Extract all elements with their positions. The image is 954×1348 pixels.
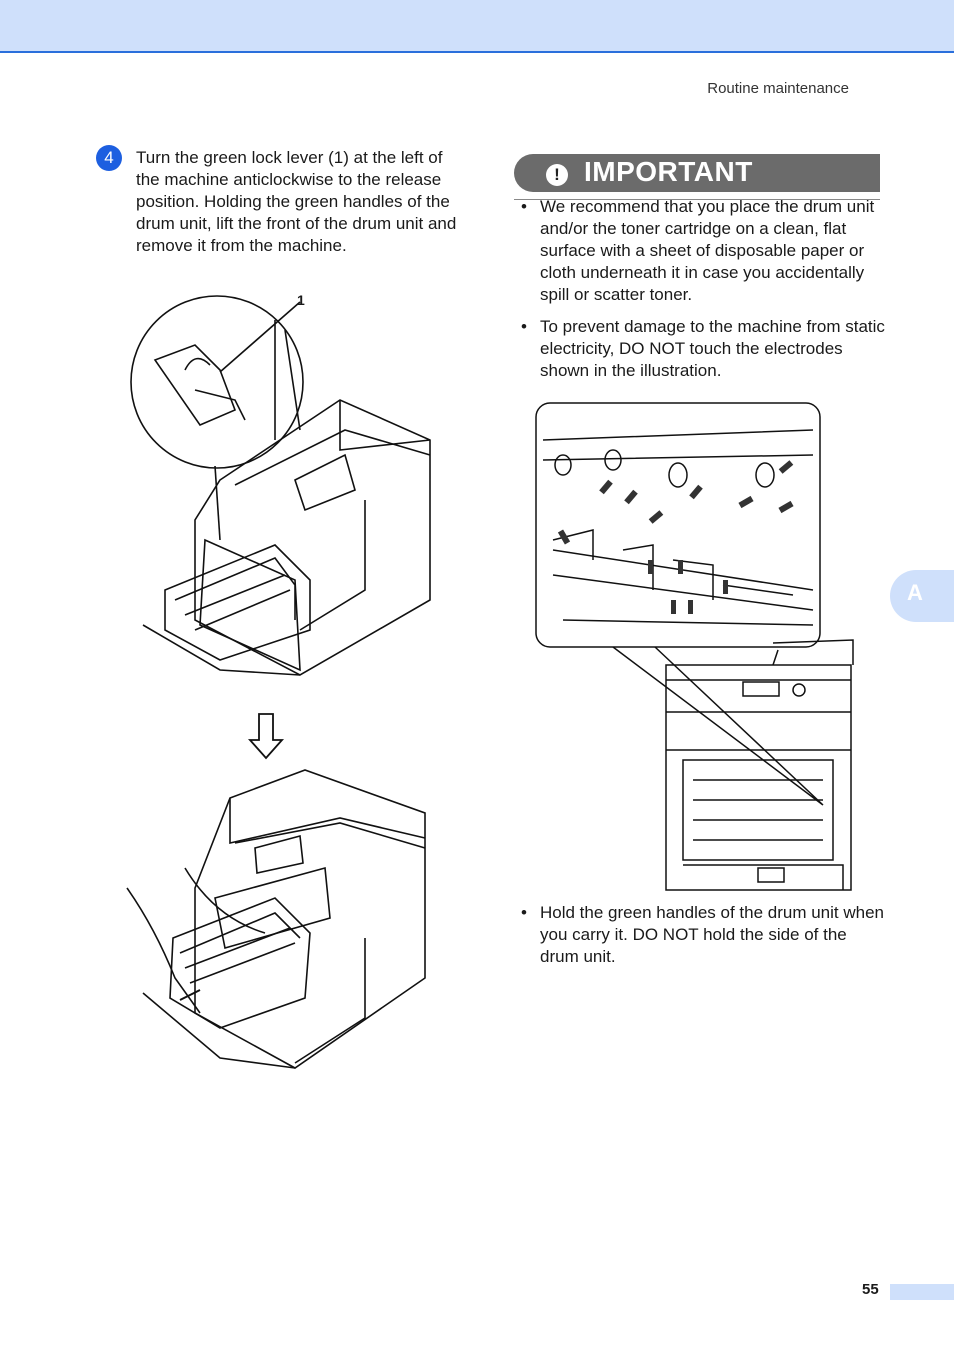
callout-label-1: 1 [297, 292, 305, 308]
printer-illustration-lock-lever [130, 295, 431, 676]
important-bullet-2: To prevent damage to the machine from st… [540, 317, 885, 380]
important-bullet-1: We recommend that you place the drum uni… [540, 197, 875, 304]
bullet-marker: • [521, 903, 527, 922]
page-header-title: Routine maintenance [707, 80, 849, 97]
important-title: IMPORTANT [584, 156, 753, 187]
important-banner [514, 154, 880, 192]
printer-illustration-remove-drum [126, 769, 426, 1069]
page-number: 55 [862, 1281, 879, 1298]
header-band [0, 0, 954, 53]
important-bullet-3: Hold the green handles of the drum unit … [540, 903, 885, 966]
chapter-side-tab[interactable] [890, 570, 954, 622]
chapter-tab-letter: A [907, 580, 923, 605]
step-number-badge: 4 [96, 145, 122, 171]
footer-band [890, 1284, 954, 1300]
down-arrow-icon [248, 713, 284, 760]
electrodes-illustration [535, 402, 854, 891]
step-instruction: Turn the green lock lever (1) at the lef… [136, 148, 457, 255]
important-divider [514, 199, 880, 200]
bullet-marker: • [521, 197, 527, 216]
exclamation-icon: ! [546, 164, 568, 186]
bullet-marker: • [521, 317, 527, 336]
